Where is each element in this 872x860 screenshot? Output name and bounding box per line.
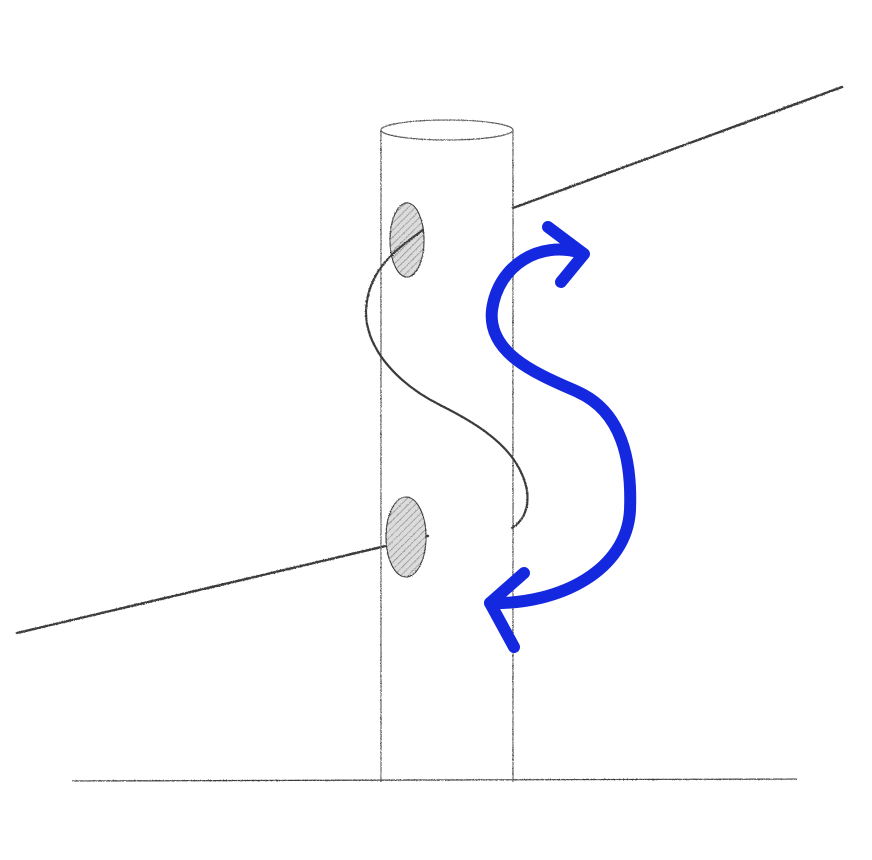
lower-wire-segment xyxy=(15,534,430,635)
lower-hole xyxy=(385,496,427,578)
chevron-arrowhead-icon-bottom xyxy=(484,567,530,653)
chevron-arrowhead-icon-top xyxy=(542,221,590,288)
arrow-s-body xyxy=(484,243,637,610)
post-top-ellipse xyxy=(380,119,514,141)
ground-line xyxy=(71,778,798,782)
upper-wire-segment xyxy=(511,85,844,210)
double-headed-curved-arrow xyxy=(484,221,637,653)
upper-hole xyxy=(389,202,425,278)
woven-wire-s-curve xyxy=(364,228,529,530)
fence-post xyxy=(380,119,514,782)
